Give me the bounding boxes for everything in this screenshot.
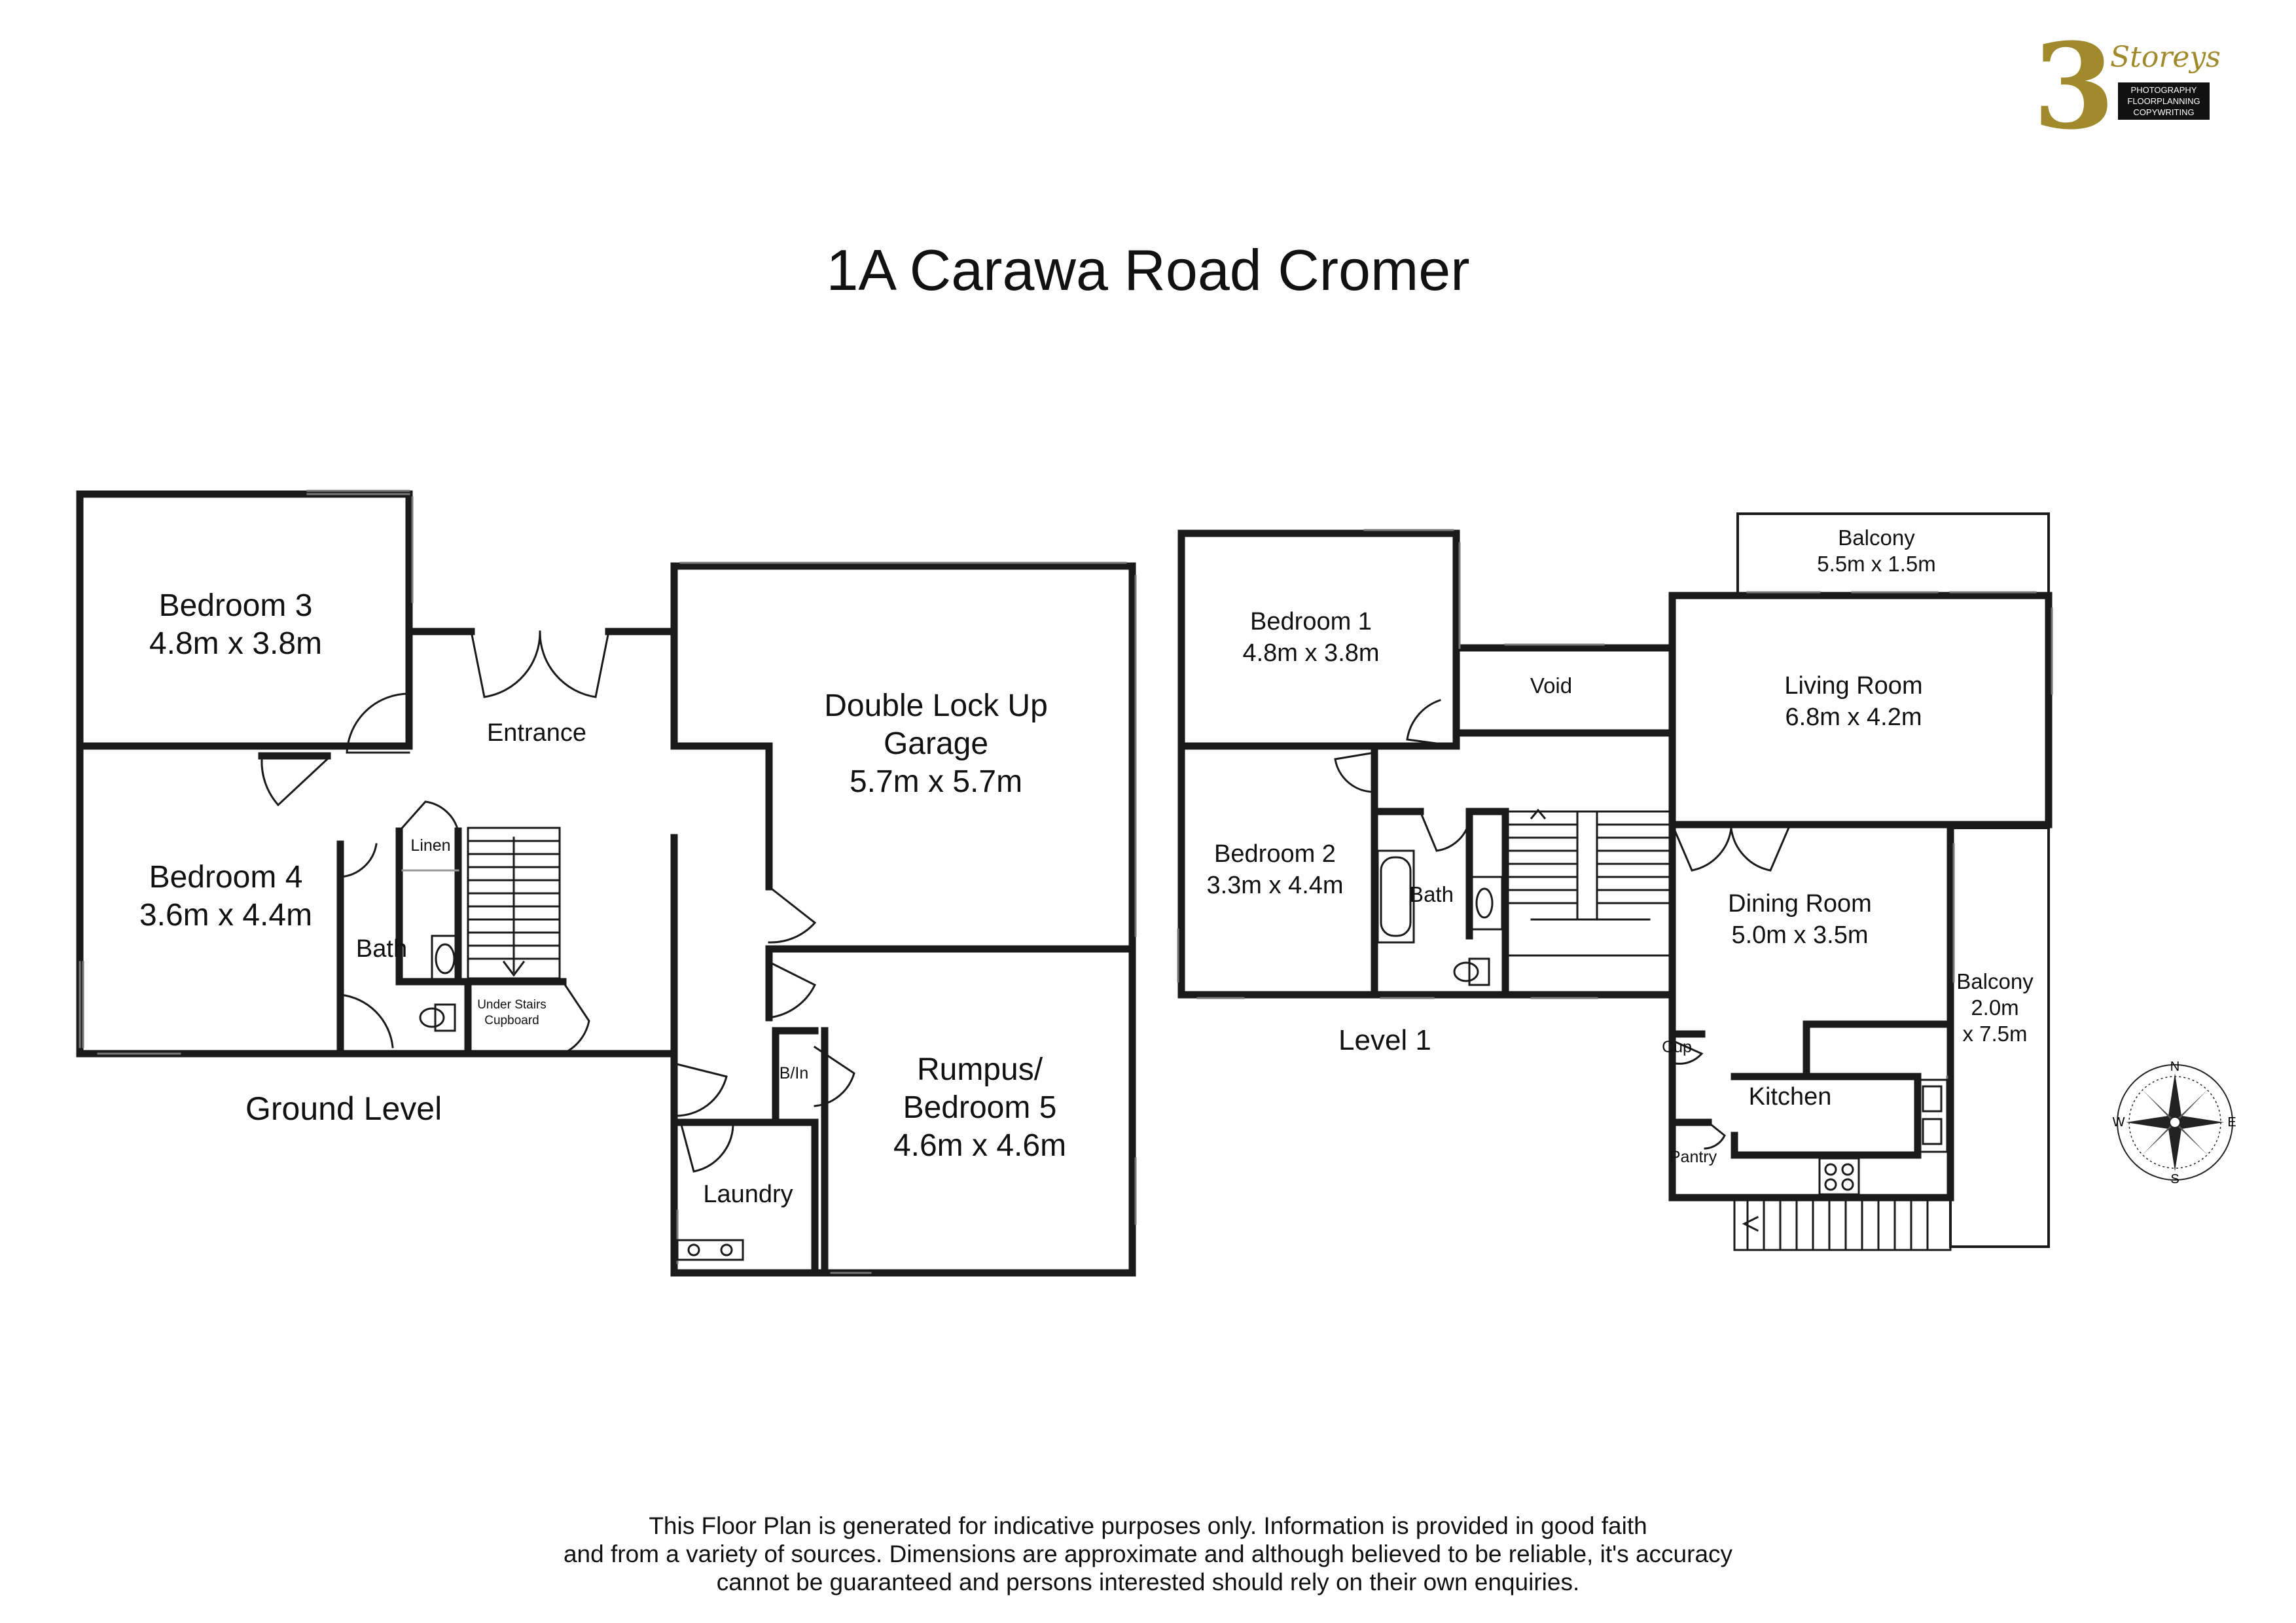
- room-name-line1: Rumpus/: [916, 1052, 1043, 1087]
- room-name-line1: Double Lock Up: [824, 688, 1048, 723]
- room-bedroom-3: Bedroom 3 4.8m x 3.8m: [149, 587, 322, 663]
- level1-balconies: [1736, 512, 2050, 1248]
- room-size: 5.5m x 1.5m: [1817, 552, 1936, 576]
- room-balcony-side: Balcony 2.0m x 7.5m: [1956, 969, 2033, 1047]
- room-under-stairs-cupboard: Under Stairs Cupboard: [477, 997, 547, 1029]
- disclaimer-line-1: This Floor Plan is generated for indicat…: [649, 1512, 1647, 1539]
- room-size: 4.6m x 4.6m: [893, 1128, 1067, 1163]
- level-label-ground: Ground Level: [245, 1090, 442, 1127]
- compass-south: S: [2170, 1172, 2179, 1185]
- room-name: Living Room: [1784, 672, 1923, 700]
- room-laundry: Laundry: [703, 1181, 793, 1208]
- logo-numeral: 3: [2033, 18, 2115, 156]
- logo-service-copywriting: COPYWRITING: [2133, 107, 2195, 117]
- room-size: 5.0m x 3.5m: [1731, 921, 1869, 949]
- room-name-line2: Garage: [883, 726, 989, 761]
- room-living: Living Room 6.8m x 4.2m: [1784, 670, 1922, 733]
- compass-north: N: [2170, 1060, 2179, 1074]
- logo-service-floorplanning: FLOORPLANNING: [2127, 96, 2200, 106]
- disclaimer-line-3: cannot be guaranteed and persons interes…: [716, 1569, 1580, 1596]
- external-stairs: [1733, 1196, 1952, 1251]
- ground-windows: [79, 490, 1137, 1274]
- room-size: 3.3m x 4.4m: [1206, 872, 1344, 899]
- logo-service-photography: PHOTOGRAPHY: [2130, 85, 2197, 95]
- disclaimer: This Floor Plan is generated for indicat…: [0, 1512, 2296, 1596]
- room-linen: Linen: [410, 836, 451, 855]
- ground-doors: [260, 630, 855, 1173]
- room-cupboard: Cup: [1662, 1038, 1692, 1056]
- room-name: Dining Room: [1728, 890, 1872, 918]
- level1-fixtures: [1376, 849, 1948, 1196]
- room-pantry: Pantry: [1669, 1148, 1717, 1166]
- room-bedroom-1: Bedroom 1 4.8m x 3.8m: [1242, 606, 1379, 669]
- room-name-line2: Cupboard: [484, 1014, 539, 1027]
- level1-stairs: [1504, 808, 1674, 957]
- room-dining: Dining Room 5.0m x 3.5m: [1728, 888, 1872, 951]
- room-name: Bedroom 2: [1214, 840, 1336, 868]
- ground-fixtures: [401, 869, 744, 1261]
- room-name: Bedroom 3: [158, 588, 313, 623]
- room-size: 3.6m x 4.4m: [139, 898, 313, 933]
- room-built-in: B/In: [779, 1064, 809, 1082]
- brand-logo: 3 Storeys PHOTOGRAPHY FLOORPLANNING COPY…: [2033, 25, 2223, 149]
- room-kitchen: Kitchen: [1748, 1083, 1832, 1111]
- room-entrance: Entrance: [486, 719, 587, 747]
- compass-west: W: [2113, 1115, 2125, 1130]
- room-balcony-top: Balcony 5.5m x 1.5m: [1817, 525, 1936, 577]
- room-name-line2: Bedroom 5: [903, 1090, 1057, 1125]
- level1-windows: [1177, 529, 2053, 1147]
- compass-rose-icon: N E S W: [2113, 1060, 2236, 1185]
- compass-east: E: [2227, 1115, 2236, 1130]
- room-name: Balcony: [1956, 969, 2034, 993]
- plan-title: 1A Carawa Road Cromer: [826, 238, 1470, 302]
- level-label-1: Level 1: [1338, 1024, 1431, 1056]
- room-name-line1: Under Stairs: [477, 998, 547, 1012]
- ground-stairs: [467, 827, 561, 980]
- room-size: 4.8m x 3.8m: [149, 626, 323, 661]
- logo-wordmark: Storeys: [2110, 41, 2221, 74]
- room-garage: Double Lock Up Garage 5.7m x 5.7m: [824, 687, 1048, 801]
- room-bath-ground: Bath: [355, 935, 408, 963]
- room-bedroom-2: Bedroom 2 3.3m x 4.4m: [1206, 838, 1343, 901]
- room-size: 4.8m x 3.8m: [1242, 639, 1380, 667]
- room-name: Bedroom 4: [149, 860, 303, 895]
- room-name: Bedroom 1: [1250, 608, 1372, 635]
- room-size: 6.8m x 4.2m: [1785, 704, 1922, 731]
- room-bath-level1: Bath: [1409, 882, 1454, 906]
- disclaimer-line-2: and from a variety of sources. Dimension…: [563, 1541, 1733, 1567]
- room-rumpus: Rumpus/ Bedroom 5 4.6m x 4.6m: [893, 1051, 1066, 1165]
- room-size-line1: 2.0m: [1971, 995, 2019, 1020]
- room-name: Balcony: [1838, 526, 1915, 550]
- logo-services: PHOTOGRAPHY FLOORPLANNING COPYWRITING: [2118, 82, 2210, 120]
- room-void: Void: [1530, 673, 1573, 698]
- level1-doors: [1334, 699, 1791, 1150]
- room-size: 5.7m x 5.7m: [849, 764, 1023, 799]
- room-bedroom-4: Bedroom 4 3.6m x 4.4m: [139, 859, 312, 935]
- room-size-line2: x 7.5m: [1962, 1022, 2028, 1046]
